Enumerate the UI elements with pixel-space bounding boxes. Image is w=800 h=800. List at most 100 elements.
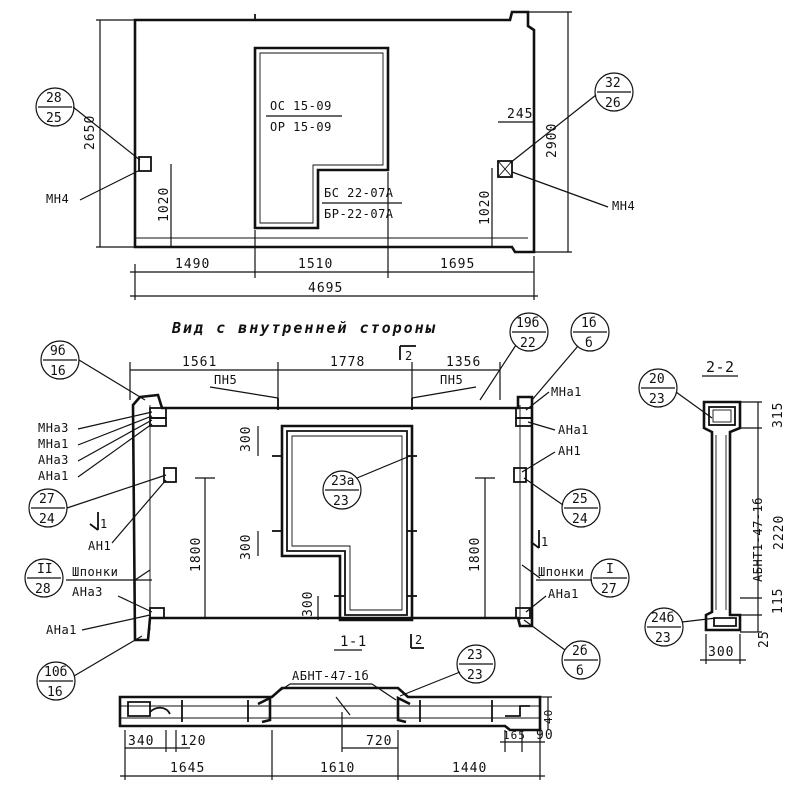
facade-door-mark-2: БР-22-07А xyxy=(324,207,394,221)
inner-dim-seg2: 1778 xyxy=(330,355,365,370)
section-2-2-dim-b: 2220 xyxy=(772,515,787,550)
inner-callout-mid: 23а 23 xyxy=(322,455,411,510)
svg-text:I: I xyxy=(606,562,614,577)
section-1-1-outline xyxy=(118,686,542,732)
facade-panel-mark-1: ОС 15-09 xyxy=(270,99,332,113)
svg-text:1б: 1б xyxy=(581,316,597,331)
svg-text:16: 16 xyxy=(47,685,63,700)
facade-callout-left: 28 25 xyxy=(35,87,141,161)
svg-text:II: II xyxy=(37,562,53,577)
svg-text:28: 28 xyxy=(35,582,51,597)
svg-text:24б: 24б xyxy=(651,611,674,626)
svg-text:АНа1: АНа1 xyxy=(38,469,69,483)
svg-text:АНа1: АНа1 xyxy=(46,623,77,637)
section-1-1-dim-h: 1610 xyxy=(320,761,355,776)
svg-text:27: 27 xyxy=(601,582,617,597)
facade-dim-height-right: 2900 xyxy=(545,123,560,158)
inner-callout-r25: 25 24 xyxy=(523,477,601,528)
svg-text:24: 24 xyxy=(39,512,55,527)
section-1-1-title: 1-1 xyxy=(340,634,367,650)
facade-dim-offset-left: 1020 xyxy=(157,187,172,222)
inner-label-shponki-right: Шпонки xyxy=(521,564,592,581)
svg-text:Шпонки: Шпонки xyxy=(538,565,584,579)
svg-text:МН4: МН4 xyxy=(612,199,635,213)
section-1-1-dim-e: 90 xyxy=(536,728,554,743)
svg-text:б: б xyxy=(585,336,593,351)
inner-dim-h-right: 1800 xyxy=(468,537,483,572)
facade-plate-left xyxy=(138,156,152,172)
svg-text:ПН5: ПН5 xyxy=(440,373,463,387)
svg-text:23: 23 xyxy=(467,648,483,663)
inner-label-an1: АН1 xyxy=(88,479,167,553)
facade-callout-right: 32 26 xyxy=(509,72,634,164)
svg-text:1: 1 xyxy=(541,535,549,549)
section-2-2-mark: АБНТ1-47-1б xyxy=(751,497,765,582)
inner-section-mark-2-bottom: 2 xyxy=(415,633,423,647)
facade-opening xyxy=(253,46,390,230)
inner-dim-frame1: 300 xyxy=(239,426,254,452)
inner-dim-h-left: 1800 xyxy=(189,537,204,572)
inner-dim-frame2: 300 xyxy=(239,534,254,560)
inner-opening xyxy=(280,424,414,622)
svg-text:МНа1: МНа1 xyxy=(551,385,582,399)
facade-plate-right xyxy=(497,160,513,178)
svg-text:27: 27 xyxy=(39,492,55,507)
section-2-2-dim-d: 25 xyxy=(757,630,772,648)
inner-callout-br: 2б б xyxy=(523,619,601,680)
section-1-1-callout: 23 23 xyxy=(399,644,496,697)
facade-view: ОС 15-09 ОР 15-09 БС 22-07А БР-22-07А 26… xyxy=(35,10,635,300)
section-1-1-dim-d: 165 xyxy=(503,729,526,742)
svg-text:2б: 2б xyxy=(572,644,588,659)
inner-callout-bl: 10б 16 xyxy=(36,635,143,701)
facade-door-mark-1: БС 22-07А xyxy=(324,186,394,200)
inner-view-title: Вид с внутренней стороны xyxy=(171,319,437,337)
svg-text:23: 23 xyxy=(333,494,349,509)
inner-panel-outline xyxy=(131,393,534,642)
inner-section-mark-1-left: 1 xyxy=(89,512,108,531)
svg-text:АНа1: АНа1 xyxy=(558,423,589,437)
section-2-2-dim-e: 300 xyxy=(708,645,734,660)
svg-text:23: 23 xyxy=(655,631,671,646)
inner-label-ana3: АНа3 xyxy=(72,585,153,613)
svg-text:20: 20 xyxy=(649,372,665,387)
section-1-1-dim-f: 40 xyxy=(542,709,555,724)
inner-callout-tr1: 19б 22 xyxy=(479,312,549,401)
svg-text:26: 26 xyxy=(605,96,621,111)
svg-text:1: 1 xyxy=(100,517,108,531)
svg-text:28: 28 xyxy=(46,91,62,106)
svg-text:23: 23 xyxy=(467,668,483,683)
section-2-2-dim-a: 315 xyxy=(771,402,786,428)
inner-callout-tl: 9б 16 xyxy=(40,340,146,401)
inner-section-mark-1-right: 1 xyxy=(530,530,549,549)
svg-text:ПН5: ПН5 xyxy=(214,373,237,387)
svg-text:Шпонки: Шпонки xyxy=(72,565,118,579)
svg-text:МН4: МН4 xyxy=(46,192,69,206)
svg-text:32: 32 xyxy=(605,76,621,91)
inner-label-ana1-right: АНа1 xyxy=(525,587,578,613)
section-2-2-callout-top: 20 23 xyxy=(638,368,713,419)
section-1-1: 1-1 АБНТ-47-1б 23 23 340 xyxy=(118,634,555,780)
svg-text:АНа3: АНа3 xyxy=(72,585,103,599)
section-2-2-title: 2-2 xyxy=(706,358,735,376)
svg-text:МНа1: МНа1 xyxy=(38,437,69,451)
svg-text:б: б xyxy=(576,664,584,679)
facade-label-left: МН4 xyxy=(46,169,141,206)
section-1-1-dim-i: 1440 xyxy=(452,761,487,776)
section-1-1-dim-b: 120 xyxy=(180,734,206,749)
inner-label-shponki-left: Шпонки xyxy=(66,565,152,581)
svg-text:23а: 23а xyxy=(331,474,354,489)
section-1-1-dim-a: 340 xyxy=(128,734,154,749)
inner-label-pn-right: ПН5 xyxy=(411,373,477,399)
inner-labels-left: МНа3 МНа1 АНа3 АНа1 xyxy=(38,411,153,483)
facade-dim-seg3: 1695 xyxy=(440,257,475,272)
svg-text:25: 25 xyxy=(46,111,62,126)
facade-dim-seg2: 1510 xyxy=(298,257,333,272)
inner-callout-tr2: 1б б xyxy=(531,312,610,401)
svg-text:МНа3: МНа3 xyxy=(38,421,69,435)
svg-text:23: 23 xyxy=(649,392,665,407)
facade-dim-total: 4695 xyxy=(308,281,343,296)
section-1-1-mark: АБНТ-47-1б xyxy=(292,669,369,683)
svg-text:10б: 10б xyxy=(44,665,67,680)
facade-panel-mark-2: ОР 15-09 xyxy=(270,120,332,134)
